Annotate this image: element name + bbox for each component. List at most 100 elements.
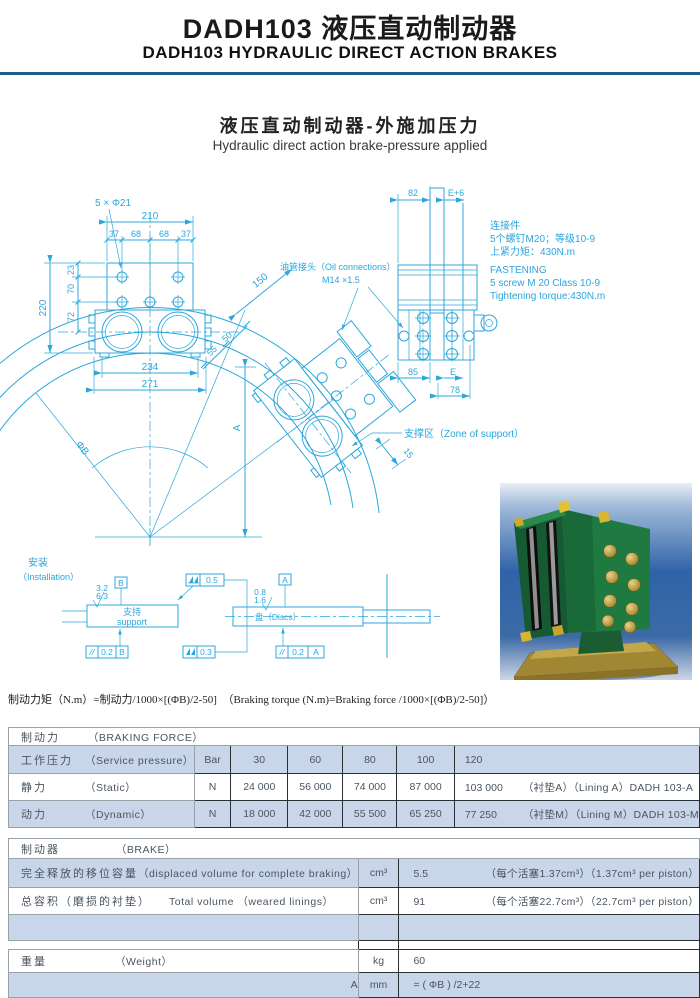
fastening-notes: 连接件 5个螺钉M20；等级10-9 上紧力矩：430N.m FASTENING… bbox=[490, 219, 605, 302]
support-zone-label: 支撑区（Zone of support） bbox=[404, 427, 524, 440]
displaced-volume-row: 完全释放的移位容量（displaced volume for complete … bbox=[8, 858, 700, 888]
braking-torque-formula: 制动力矩（N.m）=制动力/1000×[(ΦB)/2-50] （Braking … bbox=[8, 694, 495, 706]
dim-E6: E+6 bbox=[448, 188, 464, 198]
unit-cell: N bbox=[193, 773, 232, 801]
unit-cell: mm bbox=[357, 972, 400, 998]
total-volume-row: 总容积（磨损的衬垫）Total volume （weared linings） … bbox=[8, 887, 700, 915]
dim-E: E bbox=[450, 367, 456, 377]
value-cell: 5.5 bbox=[413, 867, 429, 880]
tol-0-5: 0.5 bbox=[206, 575, 218, 585]
empty-row bbox=[8, 914, 700, 941]
side-view: 82 E+6 85 E 78 bbox=[390, 186, 498, 399]
row-label-en: （Dynamic） bbox=[85, 809, 152, 821]
value-cell: 30 bbox=[230, 745, 289, 774]
parallel-icon-2: // bbox=[279, 647, 286, 657]
tol-0-2-a: 0.2 bbox=[292, 647, 304, 657]
section-subtitle-en: Hydraulic direct action brake-pressure a… bbox=[212, 138, 488, 153]
angled-view bbox=[251, 320, 417, 479]
note-cell: （衬垫M）（Lining M）DADH 103-M bbox=[522, 808, 699, 821]
fastening-zh-1: 连接件 bbox=[490, 219, 520, 232]
dim-150: 150 bbox=[250, 271, 270, 290]
row-label-en: （Service pressure） bbox=[85, 754, 194, 767]
dim-82: 82 bbox=[408, 188, 418, 198]
brake-table: 制动器 （BRAKE） 完全释放的移位容量（displaced volume f… bbox=[8, 838, 700, 998]
header-rule bbox=[0, 72, 700, 75]
table-title-en: （BRAKING FORCE） bbox=[87, 731, 204, 744]
brake-unit-photo bbox=[513, 500, 679, 680]
dim-phiB: ΦB bbox=[73, 439, 91, 458]
dim-210: 210 bbox=[142, 211, 159, 222]
installation-schematic: 安装 （Installation） 支持 support B 3.2 6.3 0… bbox=[18, 556, 440, 659]
value-cell: 55 500 bbox=[342, 800, 398, 828]
table-title-zh: 制动力 bbox=[21, 731, 60, 744]
row-label-zh: 静力 bbox=[21, 782, 47, 794]
note-cell: （每个活塞22.7cm³）（22.7cm³ per piston） bbox=[485, 895, 699, 908]
technical-drawing: .s{stroke:#2ba7dc;fill:none;stroke-width… bbox=[0, 186, 605, 659]
support-label-en: support bbox=[117, 617, 148, 627]
datum-a: A bbox=[282, 575, 288, 585]
dim-37b: 37 bbox=[181, 229, 191, 239]
dim-23: 23 bbox=[66, 265, 76, 275]
page-title-en: DADH103 HYDRAULIC DIRECT ACTION BRAKES bbox=[142, 43, 558, 62]
fastening-zh-3: 上紧力矩：430N.m bbox=[490, 245, 575, 258]
parallel-icon: // bbox=[89, 647, 96, 657]
dim-37a: 37 bbox=[109, 229, 119, 239]
tol-0-2-b: 0.2 bbox=[101, 647, 113, 657]
discs-label: 盘（Discs） bbox=[255, 612, 301, 622]
table-title-en: （BRAKE） bbox=[115, 843, 177, 856]
value-cell: 120 bbox=[464, 753, 483, 766]
dim-70: 70 bbox=[66, 284, 76, 294]
yellow-clips bbox=[514, 500, 610, 642]
fastening-en-2: 5 screw M 20 Class 10-9 bbox=[490, 278, 600, 289]
dim-68b: 68 bbox=[159, 229, 169, 239]
value-cell: 18 000 bbox=[230, 800, 289, 828]
value-cell: 60 bbox=[413, 955, 426, 967]
roughness-0-8: 0.8 bbox=[254, 587, 266, 597]
row-label-zh: 动力 bbox=[21, 809, 47, 821]
row-label-en: （Weight） bbox=[115, 956, 173, 968]
roughness-1-6: 1.6 bbox=[254, 595, 266, 605]
value-cell: 87 000 bbox=[396, 773, 455, 801]
table-title-zh: 制动器 bbox=[21, 843, 60, 856]
dim-72: 72 bbox=[66, 312, 76, 322]
dynamic-force-row: 动力（Dynamic） N 18 000 42 000 55 500 65 25… bbox=[8, 800, 700, 828]
row-label-zh: 工作压力 bbox=[21, 754, 73, 767]
roughness-3-2: 3.2 bbox=[96, 583, 108, 593]
unit-cell: cm³ bbox=[357, 858, 400, 888]
row-label-zh: 完全释放的移位容量 bbox=[21, 868, 138, 880]
value-cell: 91 bbox=[413, 895, 426, 908]
value-cell: 24 000 bbox=[230, 773, 289, 801]
table-title-row: 制动器 （BRAKE） bbox=[8, 838, 700, 859]
dim-A: A bbox=[232, 424, 243, 431]
static-force-row: 静力（Static） N 24 000 56 000 74 000 87 000… bbox=[8, 773, 700, 801]
page-title: DADH103 液压直动制动器 bbox=[182, 14, 518, 44]
roughness-check-icon bbox=[92, 591, 105, 608]
weight-row: 重量（Weight） kg 60 bbox=[8, 949, 700, 973]
section-subtitle: 液压直动制动器-外施加压力 bbox=[219, 116, 481, 136]
support-zone-callout: 支撑区（Zone of support） 15 bbox=[351, 427, 524, 470]
table-title-row: 制动力 （BRAKING FORCE） bbox=[8, 727, 700, 746]
note-cell: （衬垫A）（Lining A）DADH 103-A bbox=[522, 781, 694, 794]
note-cell: （每个活塞1.37cm³）（1.37cm³ per piston） bbox=[485, 867, 699, 880]
dim-15: 15 bbox=[401, 446, 415, 460]
runout-icon bbox=[188, 576, 199, 584]
row-label-en: （Static） bbox=[85, 782, 137, 794]
dim-220: 220 bbox=[38, 299, 49, 316]
dim-234: 234 bbox=[142, 362, 159, 373]
value-cell: 60 bbox=[287, 745, 344, 774]
value-cell: 100 bbox=[396, 745, 455, 774]
ref-b: B bbox=[119, 647, 125, 657]
fastening-zh-2: 5个螺钉M20；等级10-9 bbox=[490, 232, 595, 245]
installation-label-zh: 安装 bbox=[28, 556, 48, 569]
row-label-a: A bbox=[8, 972, 359, 998]
support-label-zh: 支持 bbox=[123, 606, 141, 617]
front-view-dimensions: 5 × Φ21 210 37 68 68 37 23 70 72 220 234 bbox=[38, 198, 293, 537]
unit-cell: cm³ bbox=[357, 887, 400, 915]
row-label-zh: 总容积（磨损的衬垫） bbox=[21, 896, 151, 908]
unit-cell: kg bbox=[357, 949, 400, 973]
value-cell: 103 000 bbox=[464, 781, 503, 794]
oil-connection-callout: 油管接头（Oil connections） M14 ×1.5 bbox=[280, 261, 404, 331]
unit-cell: N bbox=[193, 800, 232, 828]
dim-5xphi21: 5 × Φ21 bbox=[95, 198, 131, 209]
